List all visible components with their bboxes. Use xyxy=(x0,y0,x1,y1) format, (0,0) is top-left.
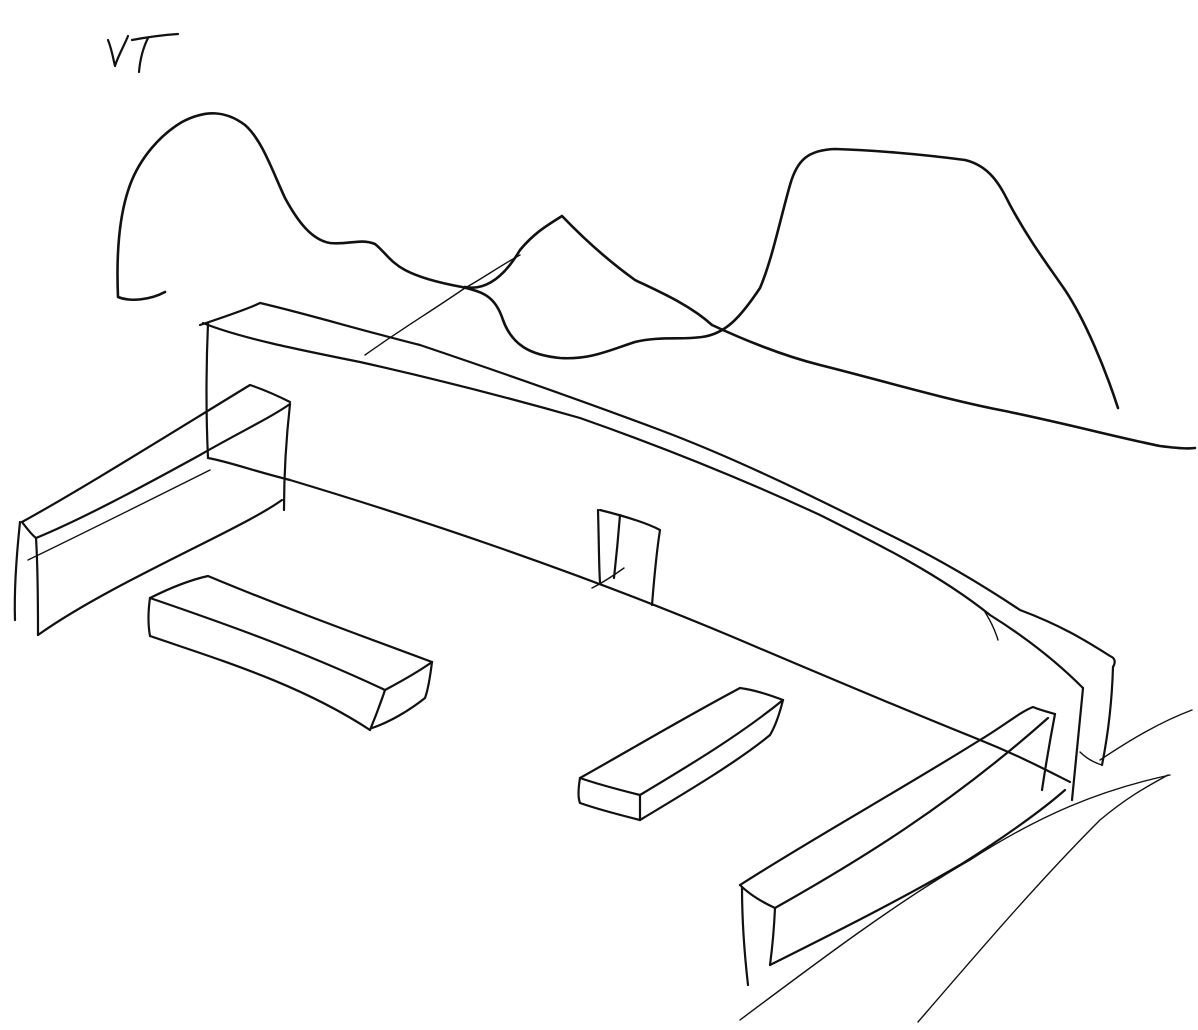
centre-bench xyxy=(577,686,785,822)
right-block xyxy=(738,705,1067,987)
handwritten-initials xyxy=(106,32,180,74)
left-block xyxy=(13,383,292,637)
road-lines xyxy=(739,709,1193,1023)
mountain-range xyxy=(116,112,1197,450)
doorway xyxy=(591,508,662,607)
left-bench xyxy=(147,574,434,732)
back-wall xyxy=(198,301,1116,802)
